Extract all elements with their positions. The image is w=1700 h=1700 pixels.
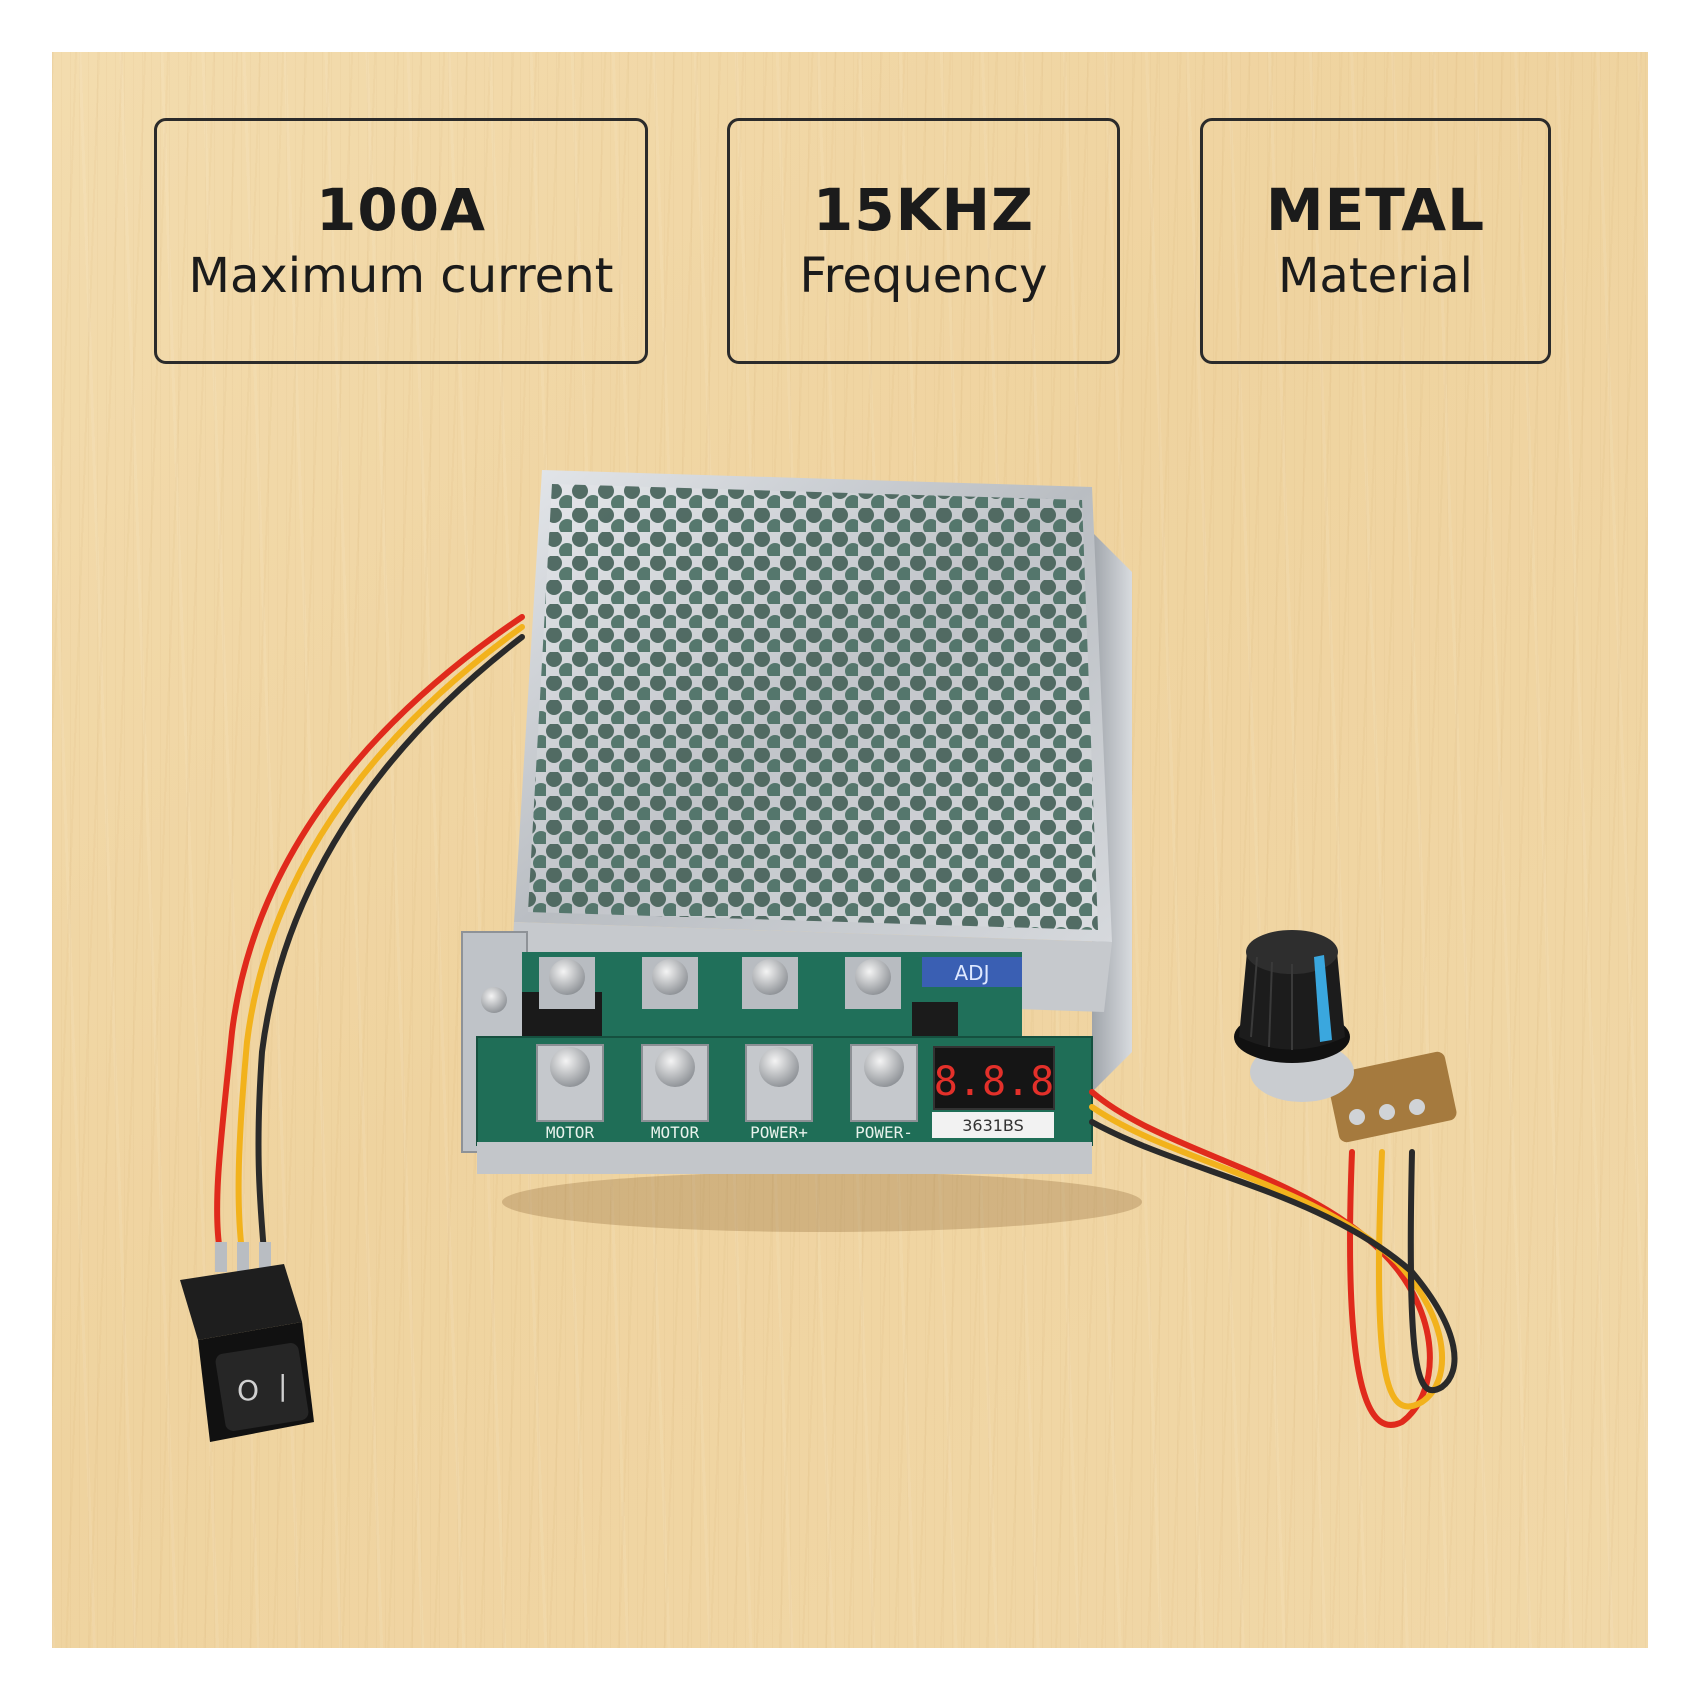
spec-value-frequency: 15KHZ (812, 176, 1035, 244)
bottom-base-plate (477, 1142, 1092, 1174)
spec-label-current: Maximum current (188, 248, 614, 304)
spec-box-current: 100A Maximum current (154, 118, 648, 364)
motor-controller-illustration: ADJ MOTOR MOTOR POWER+ POWER- 8.8.8 3 (180, 470, 1458, 1442)
spec-box-frequency: 15KHZ Frequency (727, 118, 1120, 364)
display-model-label: 3631BS (962, 1116, 1024, 1135)
led-display-digits: 8.8.8 (934, 1059, 1054, 1105)
terminal-label-motor-2: MOTOR (651, 1123, 700, 1142)
spec-label-frequency: Frequency (799, 248, 1048, 304)
device-shadow (502, 1172, 1142, 1232)
adj-label-plate (922, 957, 1022, 987)
spec-box-material: METAL Material (1200, 118, 1551, 364)
rocker-switch: O | (180, 1242, 314, 1442)
spec-label-material: Material (1278, 248, 1473, 304)
adj-label: ADJ (955, 961, 990, 985)
spec-value-material: METAL (1265, 176, 1486, 244)
upper-terminal-row (539, 957, 901, 1009)
potentiometer-knob-icon (1234, 930, 1350, 1063)
switch-wires (214, 614, 525, 1255)
bracket-screw-top (481, 987, 507, 1013)
spec-value-current: 100A (316, 176, 486, 244)
terminal-label-power-minus: POWER- (855, 1123, 913, 1142)
lower-terminal-row (536, 1044, 918, 1122)
potentiometer-wires (1089, 1089, 1458, 1428)
display-model-sticker (932, 1112, 1054, 1138)
terminal-label-motor-1: MOTOR (546, 1123, 595, 1142)
led-display (933, 1046, 1055, 1110)
ic-chip (912, 1002, 958, 1036)
switch-off-symbol-icon: O (237, 1374, 259, 1407)
switch-on-symbol-icon: | (278, 1369, 287, 1402)
terminal-label-power-plus: POWER+ (750, 1123, 808, 1142)
perforated-metal-cover (514, 470, 1112, 942)
product-photo: 100A Maximum current 15KHZ Frequency MET… (52, 52, 1648, 1648)
